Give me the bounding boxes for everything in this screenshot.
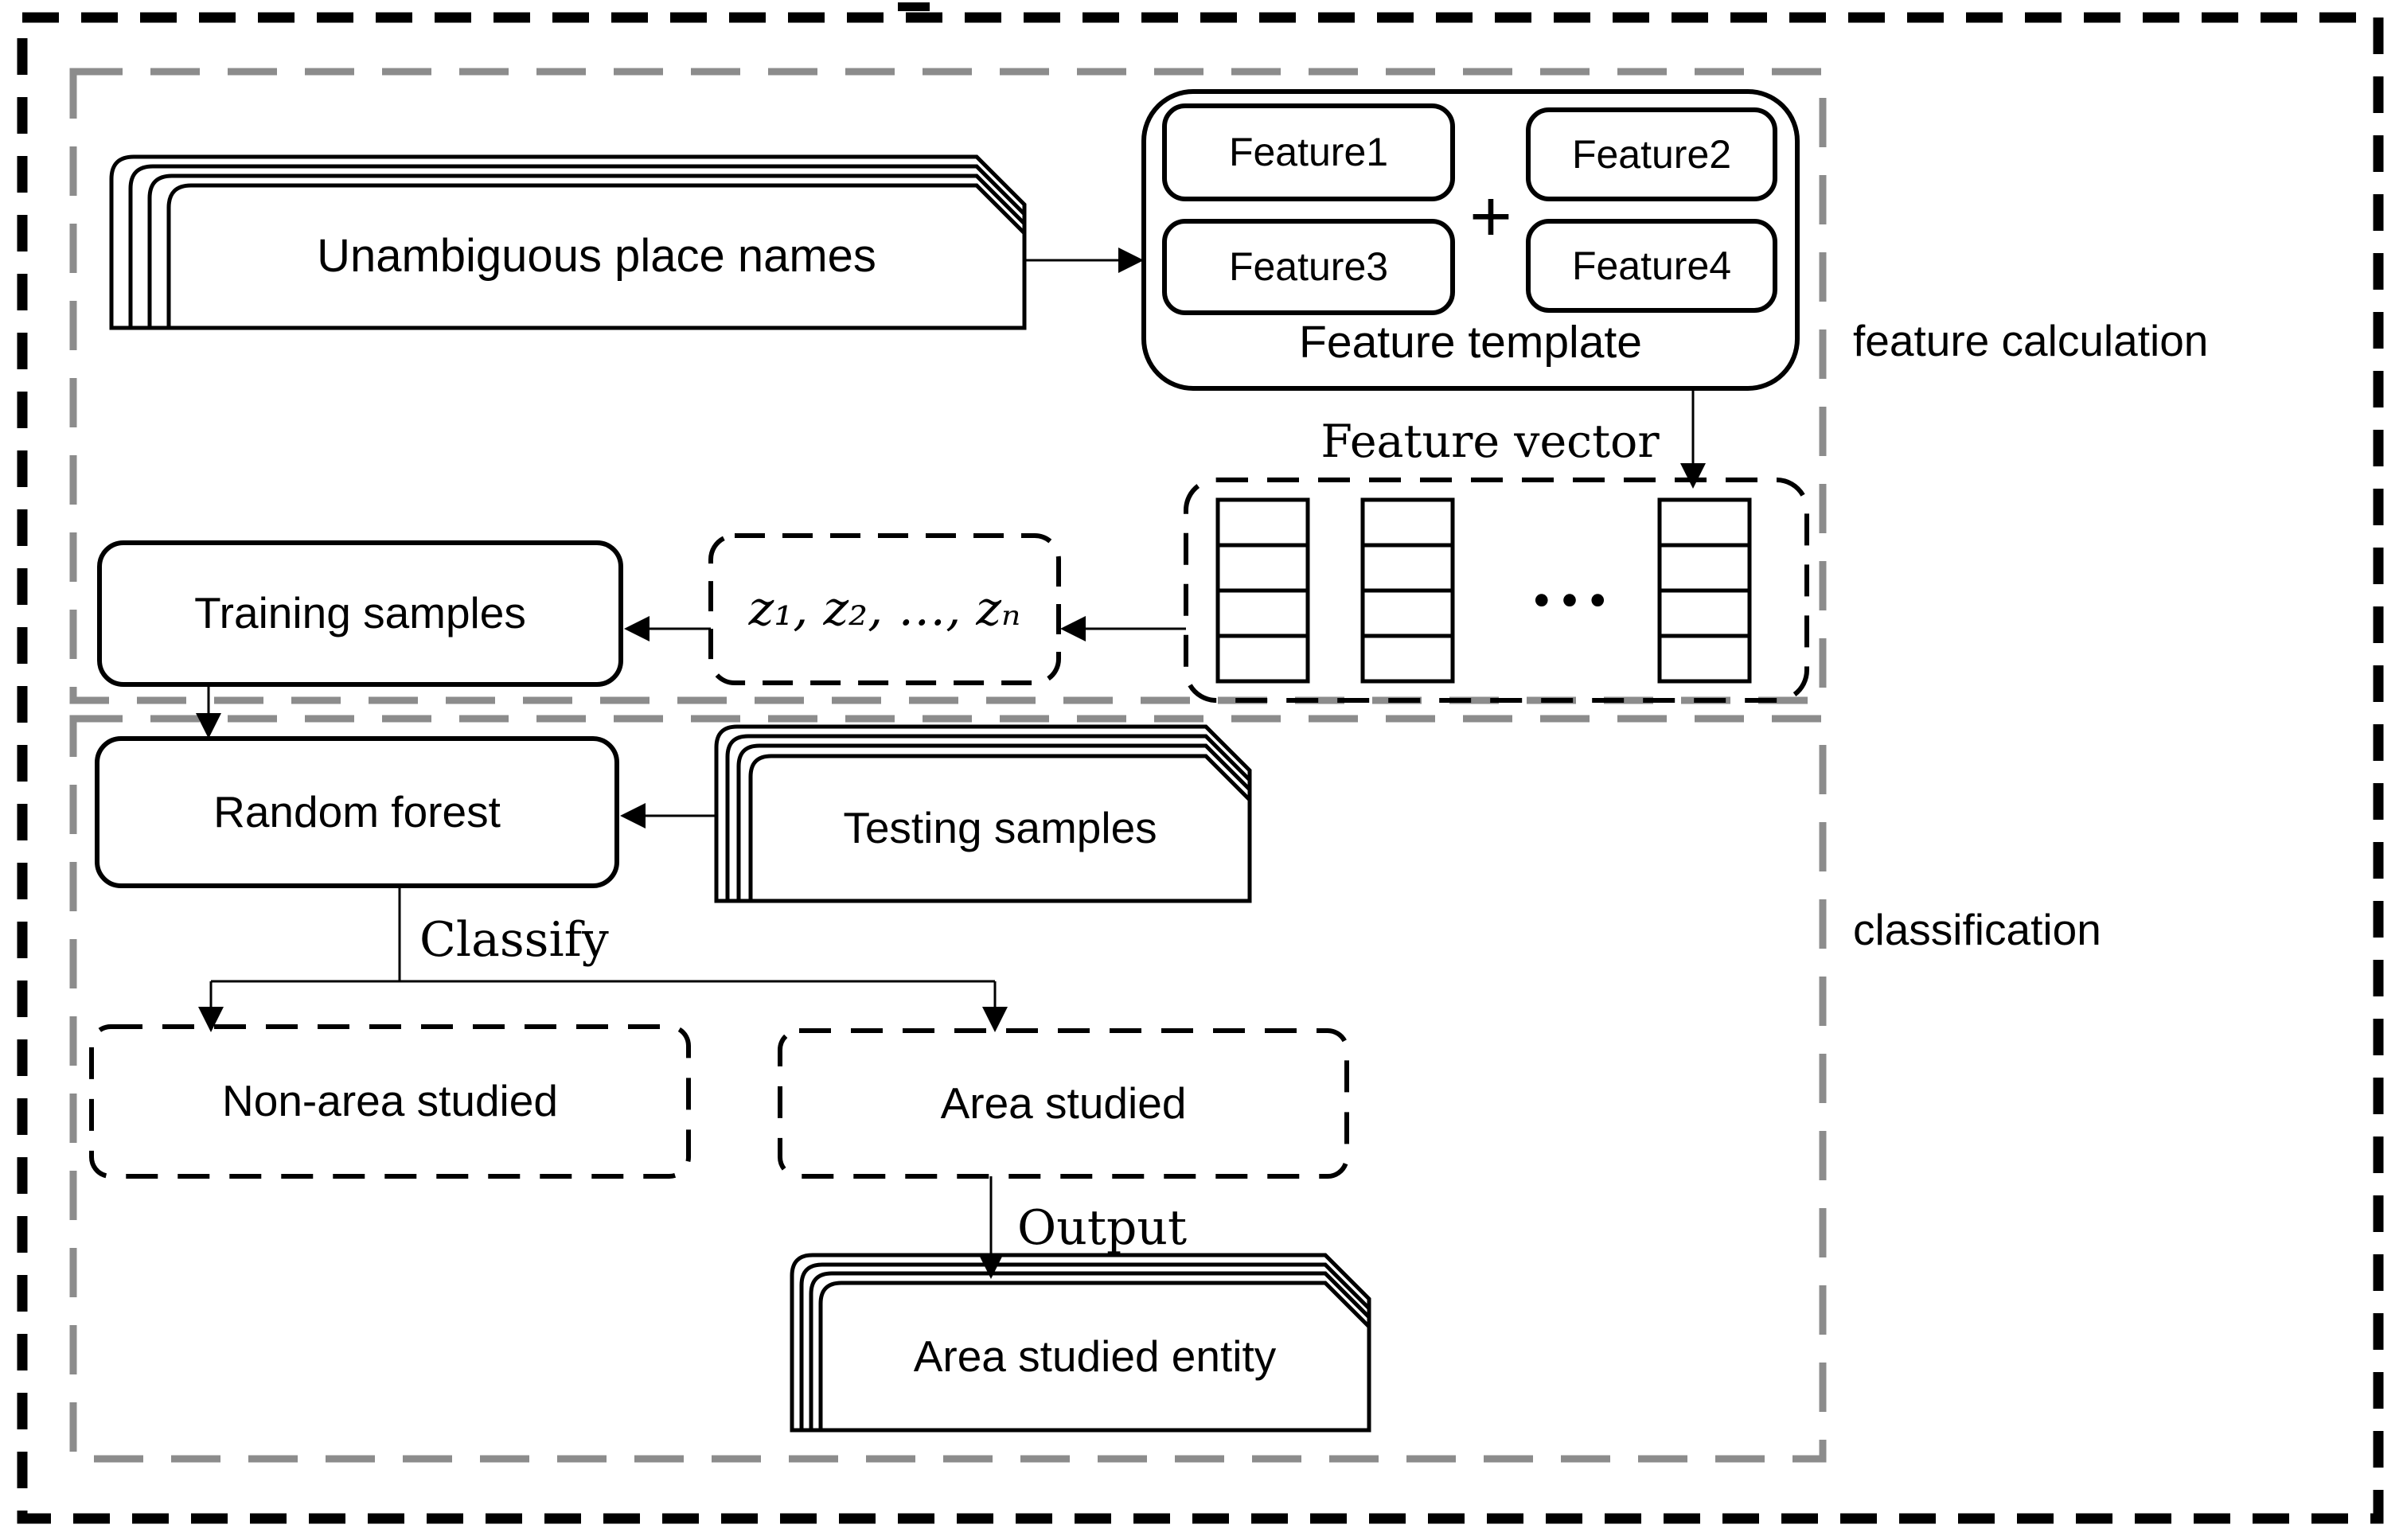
output-label: Output [1017,1199,1188,1256]
z-sequence-box [708,533,1061,685]
area-studied-label: Area studied [940,1078,1187,1128]
feature4-box [1526,219,1777,313]
doc-stack-layer [166,183,1027,330]
feature-template-label: Feature template [1299,317,1642,368]
feature-vector-label: Feature vector [1320,415,1660,469]
doc-stack-layer [748,754,1252,903]
non-area-studied-box [89,1024,691,1179]
area-entity-label: Area studied entity [913,1331,1277,1381]
training-samples-box [97,540,623,687]
testing-samples-label: Testing samples [843,803,1157,853]
feature1-box [1162,103,1455,201]
z-sequence-label: z₁, z₂, …, zₙ [748,581,1021,637]
random-forest-label: Random forest [213,786,501,836]
top-edge-artifact [898,2,930,11]
feature2-box [1526,107,1777,201]
classify-branch-lines [209,886,997,1008]
feature3-box [1162,219,1455,315]
feature-calculation-region-box [69,68,1827,704]
classification-region-box [69,715,1827,1463]
feature1-label: Feature1 [1228,130,1389,175]
connector-arrows [196,248,1706,1279]
vector-ellipsis: ... [1530,542,1614,622]
feature-calculation-region-label: feature calculation [1853,316,2209,366]
classify-label: Classify [419,911,609,968]
random-forest-box [95,736,619,888]
testing-samples-doc-stack [714,724,1252,903]
area-studied-box [778,1028,1349,1179]
place-names-doc-stack [109,154,1027,330]
plus-sign: + [1469,175,1512,257]
doc-stack-layer [818,1281,1371,1433]
feature-vector-box [1184,478,1809,703]
classification-region-label: classification [1853,905,2101,955]
place-names-label: Unambiguous place names [317,230,876,283]
outer-dashed-frame [17,12,2384,1524]
feature2-label: Feature2 [1571,131,1732,177]
non-area-studied-label: Non-area studied [222,1076,558,1126]
feature3-label: Feature3 [1228,244,1389,290]
vector-columns [1215,497,1752,684]
area-entity-doc-stack [790,1253,1371,1433]
training-samples-label: Training samples [194,588,526,638]
feature4-label: Feature4 [1571,243,1732,288]
